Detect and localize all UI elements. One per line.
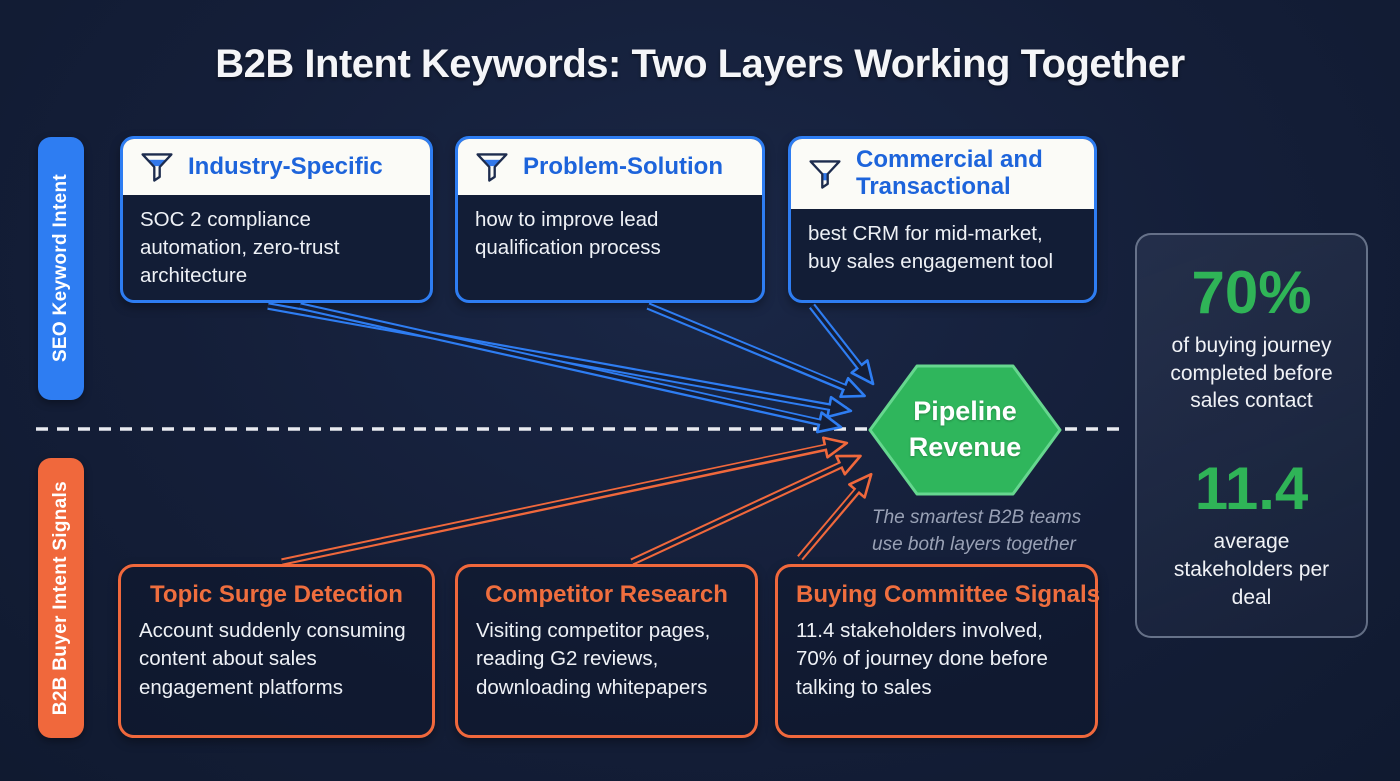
buyer-card-topic-surge: Topic Surge Detection Account suddenly c… — [118, 564, 435, 738]
seo-card-body: SOC 2 compliance automation, zero-trust … — [140, 208, 340, 287]
buyer-card-body: 11.4 stakeholders involved, 70% of journ… — [796, 619, 1048, 699]
seo-arrow — [267, 302, 853, 419]
layer-pill-seo-label: SEO Keyword Intent — [50, 174, 71, 363]
stat-value: 11.4 — [1194, 455, 1309, 523]
stat-value: 70% — [1191, 259, 1312, 326]
funnel-icon — [476, 153, 508, 182]
stats-panel: 70% of buying journey completed before s… — [1135, 233, 1368, 638]
buyer-card-competitor-research: Competitor Research Visiting competitor … — [455, 564, 758, 738]
hexagon-caption: The smartest B2B teams use both layers t… — [872, 507, 1082, 555]
seo-arrow — [646, 302, 866, 399]
layer-pill-seo: SEO Keyword Intent — [38, 137, 84, 400]
seo-arrow — [299, 302, 843, 434]
seo-card-problem-solution: Problem-Solution how to improve lead qua… — [455, 136, 765, 303]
stat-label: of buying journey completed before sales… — [1170, 334, 1333, 413]
buyer-arrow — [630, 454, 862, 566]
layer-pill-buyer-label: B2B Buyer Intent Signals — [50, 480, 71, 716]
buyer-arrow — [797, 472, 873, 561]
funnel-icon — [141, 153, 173, 182]
pipeline-revenue-label: Pipeline Revenue — [878, 394, 1052, 466]
buyer-card-title: Topic Surge Detection — [150, 581, 403, 608]
seo-arrow — [809, 303, 875, 386]
stat-buying-journey: 70% of buying journey completed before s… — [1137, 261, 1366, 415]
seo-card-commercial-transactional: Commercial and Transactional best CRM fo… — [788, 136, 1097, 303]
buyer-card-title: Competitor Research — [485, 581, 728, 608]
seo-card-title: Problem-Solution — [523, 152, 723, 180]
buyer-arrow — [281, 436, 849, 566]
seo-card-header: Industry-Specific — [123, 139, 430, 195]
page-title: B2B Intent Keywords: Two Layers Working … — [215, 42, 1185, 86]
funnel-icon — [809, 160, 841, 189]
buyer-card-title: Buying Committee Signals — [796, 581, 1101, 608]
seo-card-industry-specific: Industry-Specific SOC 2 compliance autom… — [120, 136, 433, 303]
seo-card-title: Commercial and Transactional — [856, 146, 1043, 200]
buyer-card-body: Visiting competitor pages, reading G2 re… — [476, 619, 711, 699]
seo-card-header: Commercial and Transactional — [791, 139, 1094, 209]
seo-card-body: how to improve lead qualification proces… — [475, 208, 661, 259]
pipeline-revenue-line1: Pipeline — [913, 396, 1017, 426]
layer-pill-buyer: B2B Buyer Intent Signals — [38, 458, 84, 738]
buyer-card-buying-committee: Buying Committee Signals 11.4 stakeholde… — [775, 564, 1101, 738]
stat-stakeholders: 11.4 average stakeholders per deal — [1137, 457, 1366, 611]
buyer-card-body: Account suddenly consuming content about… — [139, 619, 406, 699]
stat-label: average stakeholders per deal — [1173, 530, 1330, 609]
seo-card-title: Industry-Specific — [188, 152, 383, 180]
seo-card-header: Problem-Solution — [458, 139, 762, 195]
pipeline-revenue-line2: Revenue — [908, 431, 1022, 462]
seo-card-body: best CRM for mid-market, buy sales engag… — [808, 221, 1054, 273]
